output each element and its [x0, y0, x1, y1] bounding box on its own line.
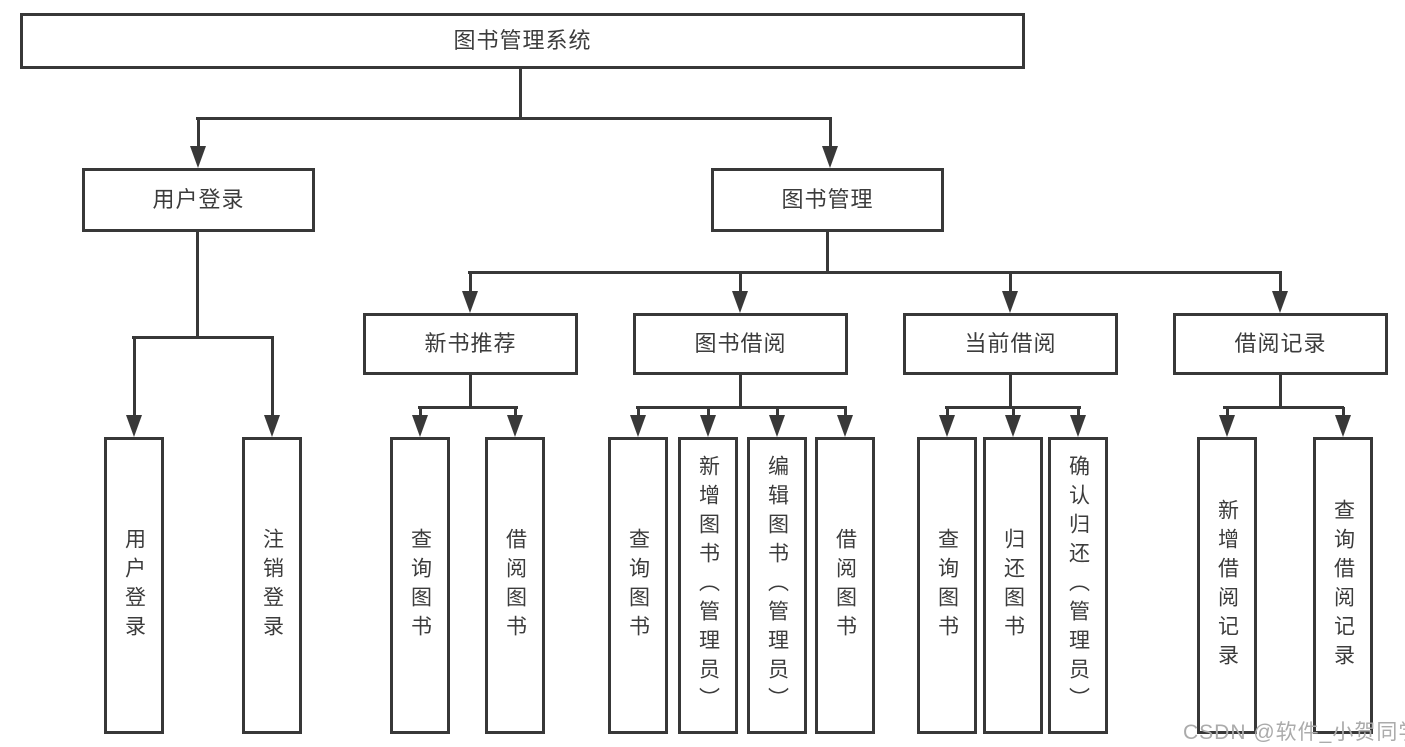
connector-arrow-line	[469, 272, 472, 292]
leaf-borrow-books: 借阅图书	[815, 437, 875, 734]
node-label: 注销登录	[260, 527, 284, 644]
node-label: 借阅图书	[503, 527, 527, 644]
node-book-borrow: 图书借阅	[633, 313, 848, 375]
arrowhead-down-icon	[1005, 415, 1021, 437]
node-label: 查询图书	[408, 527, 432, 644]
arrowhead-down-icon	[507, 415, 523, 437]
connector-user-login-branch	[132, 336, 274, 339]
leaf-return-books: 归还图书	[983, 437, 1043, 734]
leaf-add-borrow-record: 新增借阅记录	[1197, 437, 1257, 734]
node-label: 查询图书	[626, 527, 650, 644]
node-label: 新增图书（管理员）	[696, 455, 720, 716]
connector-borrow-record-branch	[1223, 406, 1344, 409]
connector-arrow-line	[946, 407, 949, 417]
connector-borrow-record-stem	[1279, 373, 1282, 408]
connector-book-borrow-stem	[739, 373, 742, 408]
connector-book-borrow-branch	[636, 406, 847, 409]
node-label: 图书管理	[781, 187, 874, 212]
connector-new-book-stem	[469, 373, 472, 408]
leaf-query-books-borrow: 查询图书	[608, 437, 668, 734]
connector-arrow-line	[829, 118, 832, 146]
arrowhead-down-icon	[412, 415, 428, 437]
node-label: 借阅记录	[1234, 331, 1327, 356]
leaf-confirm-return-admin: 确认归还（管理员）	[1048, 437, 1108, 734]
leaf-query-borrow-record: 查询借阅记录	[1313, 437, 1373, 734]
leaf-add-books-admin: 新增图书（管理员）	[678, 437, 738, 734]
connector-arrow-line	[1342, 407, 1345, 417]
node-borrow-record: 借阅记录	[1173, 313, 1388, 375]
arrowhead-down-icon	[126, 415, 142, 437]
leaf-edit-books-admin: 编辑图书（管理员）	[747, 437, 807, 734]
node-label: 当前借阅	[964, 331, 1057, 356]
connector-arrow-line	[197, 118, 200, 146]
node-label: 图书借阅	[694, 331, 787, 356]
node-label: 用户登录	[152, 187, 245, 212]
leaf-borrow-books-recommend: 借阅图书	[485, 437, 545, 734]
connector-arrow-line	[419, 407, 422, 417]
connector-arrow-line	[1009, 272, 1012, 292]
connector-arrow-line	[1226, 407, 1229, 417]
connector-arrow-line	[637, 407, 640, 417]
arrowhead-down-icon	[1002, 291, 1018, 313]
connector-arrow-line	[739, 272, 742, 292]
connector-book-mgmt-branch	[468, 271, 1282, 274]
connector-arrow-line	[1012, 407, 1015, 417]
arrowhead-down-icon	[732, 291, 748, 313]
connector-book-mgmt-stem	[826, 230, 829, 273]
node-root-library-system: 图书管理系统	[20, 13, 1025, 69]
connector-current-borrow-stem	[1009, 373, 1012, 408]
arrowhead-down-icon	[700, 415, 716, 437]
connector-root-stem	[519, 67, 522, 119]
leaf-query-books-current: 查询图书	[917, 437, 977, 734]
arrowhead-down-icon	[1070, 415, 1086, 437]
arrowhead-down-icon	[822, 146, 838, 168]
arrowhead-down-icon	[837, 415, 853, 437]
arrowhead-down-icon	[190, 146, 206, 168]
arrowhead-down-icon	[769, 415, 785, 437]
node-label: 借阅图书	[833, 527, 857, 644]
arrowhead-down-icon	[462, 291, 478, 313]
node-label: 归还图书	[1001, 527, 1025, 644]
arrowhead-down-icon	[1272, 291, 1288, 313]
leaf-user-login: 用户登录	[104, 437, 164, 734]
node-user-login: 用户登录	[82, 168, 315, 232]
connector-arrow-line	[514, 407, 517, 417]
node-label: 查询借阅记录	[1331, 498, 1355, 673]
arrowhead-down-icon	[264, 415, 280, 437]
node-label: 确认归还（管理员）	[1066, 455, 1090, 716]
node-current-borrow: 当前借阅	[903, 313, 1118, 375]
node-label: 图书管理系统	[453, 28, 592, 53]
arrowhead-down-icon	[630, 415, 646, 437]
node-label: 编辑图书（管理员）	[765, 455, 789, 716]
connector-arrow-line	[844, 407, 847, 417]
node-label: 新增借阅记录	[1215, 498, 1239, 673]
arrowhead-down-icon	[1335, 415, 1351, 437]
connector-arrow-line	[271, 337, 274, 415]
arrowhead-down-icon	[1219, 415, 1235, 437]
node-label: 新书推荐	[424, 331, 517, 356]
connector-arrow-line	[707, 407, 710, 417]
connector-arrow-line	[1077, 407, 1080, 417]
connector-root-branch	[196, 117, 832, 120]
connector-user-login-stem	[196, 230, 199, 337]
node-label: 用户登录	[122, 527, 146, 644]
node-label: 查询图书	[935, 527, 959, 644]
leaf-logout: 注销登录	[242, 437, 302, 734]
connector-arrow-line	[1279, 272, 1282, 292]
node-new-book-recommend: 新书推荐	[363, 313, 578, 375]
connector-new-book-branch	[418, 406, 518, 409]
node-book-management: 图书管理	[711, 168, 944, 232]
leaf-query-books-recommend: 查询图书	[390, 437, 450, 734]
watermark: CSDN @软件_小贺同学	[1183, 721, 1405, 744]
arrowhead-down-icon	[939, 415, 955, 437]
connector-arrow-line	[133, 337, 136, 415]
connector-arrow-line	[776, 407, 779, 417]
